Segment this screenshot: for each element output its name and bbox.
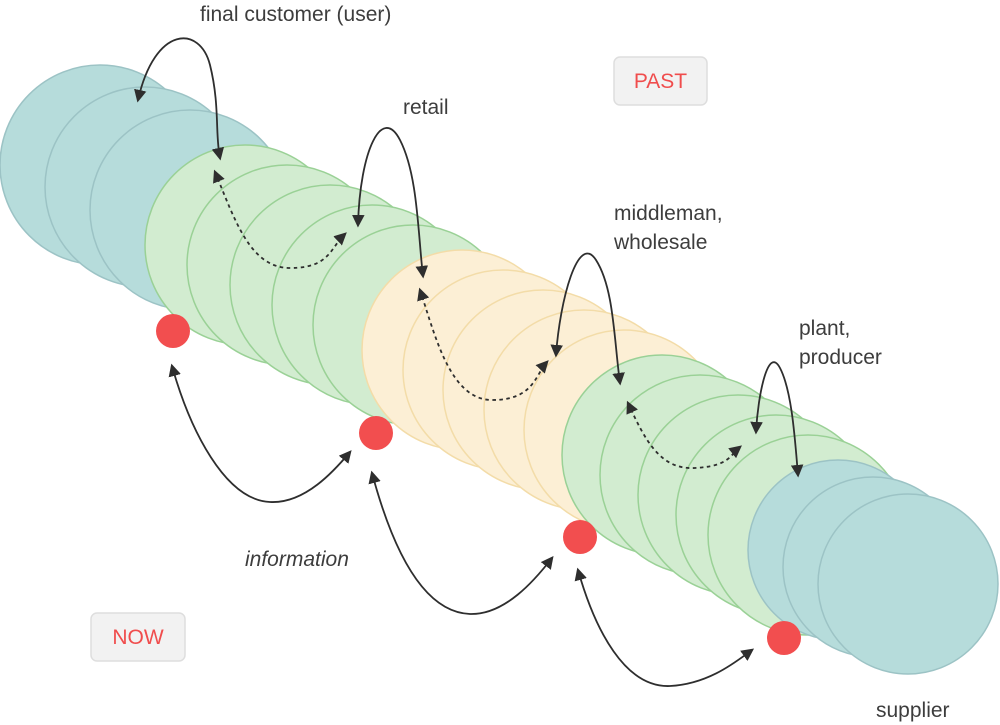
label-retail: retail [403, 96, 449, 119]
now-badge-label: NOW [112, 626, 164, 649]
label-wholesale: wholesale [613, 231, 707, 254]
dashed-arrow-wholesale [417, 287, 549, 401]
info-marker-4 [767, 621, 801, 655]
label-final-customer: final customer (user) [200, 3, 391, 26]
information-arrows [168, 363, 755, 687]
flow-arrows [213, 169, 742, 469]
info-arrow-2 [368, 470, 554, 615]
past-badge-bg [613, 56, 708, 106]
arrow-retail-loop [351, 127, 429, 279]
info-marker-1 [156, 314, 190, 348]
arrow-producer-loop [750, 361, 804, 478]
dashed-arrow-retail [213, 169, 347, 269]
information-markers [156, 314, 801, 655]
disc-chain [0, 64, 999, 675]
label-middleman: middleman, [614, 202, 723, 225]
disc-supplier-3 [817, 493, 999, 675]
now-badge: NOW [90, 612, 186, 662]
past-badge-label: PAST [634, 70, 687, 93]
info-arrow-1 [168, 363, 352, 503]
arrow-customer-loop [134, 37, 225, 161]
label-information: information [245, 548, 349, 571]
now-badge-bg [90, 612, 186, 662]
label-plant: plant, [799, 317, 850, 340]
stage-arrows [134, 37, 804, 478]
label-producer: producer [799, 346, 882, 369]
info-marker-2 [359, 416, 393, 450]
arrow-wholesale-loop [550, 252, 625, 386]
label-supplier: supplier [876, 699, 950, 722]
dashed-arrow-producer [626, 400, 742, 469]
past-badge: PAST [613, 56, 708, 106]
info-marker-3 [563, 520, 597, 554]
info-arrow-3 [574, 567, 755, 687]
